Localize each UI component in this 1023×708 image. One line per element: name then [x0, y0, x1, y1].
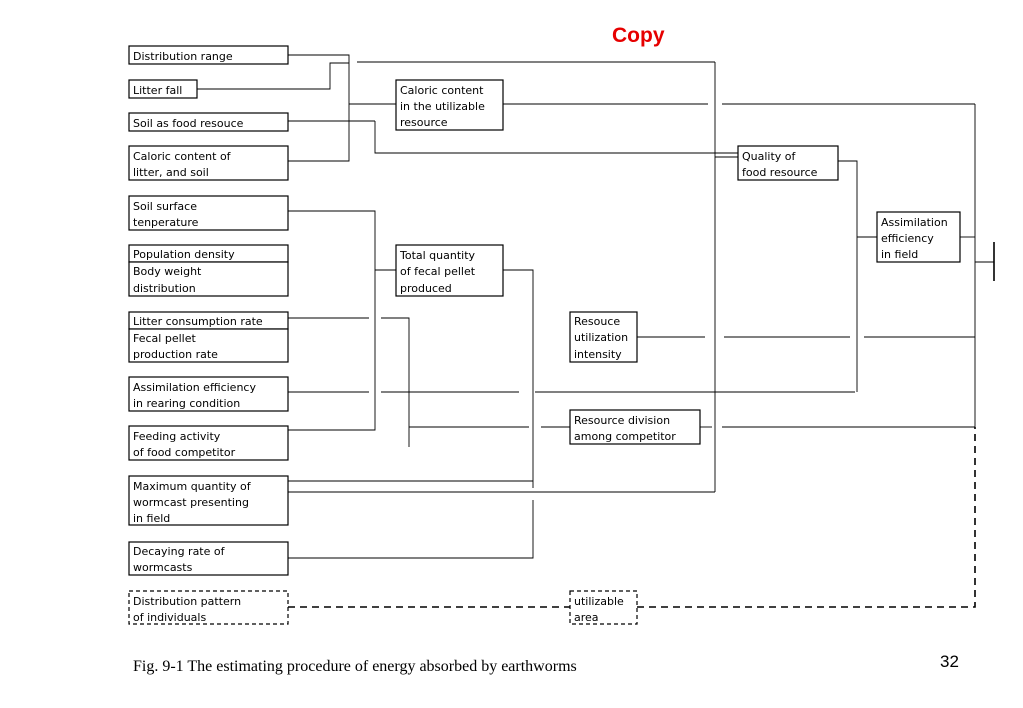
svg-text:of food competitor: of food competitor	[133, 446, 236, 459]
box-fecal-pellet-production-rate: Fecal pellet production rate	[128, 328, 289, 363]
svg-text:distribution: distribution	[133, 282, 196, 295]
svg-text:Assimilation efficiency: Assimilation efficiency	[133, 381, 256, 394]
box-resource-division: Resource division among competitor	[569, 409, 701, 445]
box-quality-of-food-resource: Quality of food resource	[737, 145, 839, 181]
svg-text:Decaying rate of: Decaying rate of	[133, 545, 226, 558]
svg-text:Assimilation: Assimilation	[881, 216, 948, 229]
svg-text:in rearing condition: in rearing condition	[133, 397, 240, 410]
figure-caption: Fig. 9-1 The estimating procedure of ene…	[133, 658, 577, 675]
copy-watermark: Copy	[612, 24, 665, 47]
box-distribution-range: Distribution range	[128, 45, 289, 65]
svg-text:Litter fall: Litter fall	[133, 84, 182, 97]
box-feeding-activity: Feeding activity of food competitor	[128, 425, 289, 461]
svg-text:resource: resource	[400, 116, 448, 129]
box-maximum-quantity-wormcast: Maximum quantity of wormcast presenting …	[128, 475, 289, 526]
box-distribution-pattern: Distribution pattern of individuals	[128, 590, 289, 625]
svg-text:wormcasts: wormcasts	[133, 561, 193, 574]
connector-lines	[197, 54, 995, 608]
svg-text:Feeding activity: Feeding activity	[133, 430, 221, 443]
svg-text:Maximum quantity of: Maximum quantity of	[133, 480, 252, 493]
svg-text:utilizable: utilizable	[574, 595, 624, 608]
svg-text:Total quantity: Total quantity	[399, 249, 476, 262]
svg-text:tenperature: tenperature	[133, 216, 199, 229]
svg-text:among competitor: among competitor	[574, 430, 676, 443]
box-assimilation-efficiency-rearing: Assimilation efficiency in rearing condi…	[128, 376, 289, 412]
svg-text:in field: in field	[881, 248, 918, 261]
box-litter-consumption-rate: Litter consumption rate	[128, 311, 289, 330]
svg-text:produced: produced	[400, 282, 452, 295]
svg-text:efficiency: efficiency	[881, 232, 934, 245]
box-population-density: Population density	[128, 244, 289, 263]
svg-text:production rate: production rate	[133, 348, 218, 361]
svg-text:litter, and soil: litter, and soil	[133, 166, 209, 179]
svg-text:intensity: intensity	[574, 348, 622, 361]
svg-text:Quality of: Quality of	[742, 150, 797, 163]
svg-text:Resouce: Resouce	[574, 315, 620, 328]
box-body-weight-distribution: Body weight distribution	[128, 261, 289, 297]
svg-text:Body weight: Body weight	[133, 265, 202, 278]
svg-text:of individuals: of individuals	[133, 611, 206, 624]
svg-text:Fecal pellet: Fecal pellet	[133, 332, 196, 345]
svg-text:Population density: Population density	[133, 248, 235, 261]
box-soil-as-food-resource: Soil as food resouce	[128, 112, 289, 132]
box-total-quantity-fecal-pellet: Total quantity of fecal pellet produced	[395, 244, 504, 297]
svg-text:Distribution range: Distribution range	[133, 50, 233, 63]
box-assimilation-efficiency-field: Assimilation efficiency in field	[876, 211, 961, 263]
svg-text:Soil surface: Soil surface	[133, 200, 197, 213]
box-decaying-rate-wormcasts: Decaying rate of wormcasts	[128, 541, 289, 576]
box-utilizable-area: utilizable area	[569, 590, 638, 625]
svg-text:in the utilizable: in the utilizable	[400, 100, 485, 113]
svg-text:Caloric content: Caloric content	[400, 84, 484, 97]
box-soil-surface-temperature: Soil surface tenperature	[128, 195, 289, 231]
svg-text:of fecal pellet: of fecal pellet	[400, 265, 476, 278]
svg-text:Soil as food resouce: Soil as food resouce	[133, 117, 244, 130]
svg-text:Litter consumption rate: Litter consumption rate	[133, 315, 263, 328]
svg-text:wormcast presenting: wormcast presenting	[133, 496, 249, 509]
box-caloric-content-litter-soil: Caloric content of litter, and soil	[128, 145, 289, 181]
svg-text:Distribution pattern: Distribution pattern	[133, 595, 241, 608]
page-number: 32	[940, 652, 959, 671]
svg-text:in field: in field	[133, 512, 170, 525]
box-resource-utilization-intensity: Resouce utilization intensity	[569, 311, 638, 363]
svg-text:Caloric content of: Caloric content of	[133, 150, 232, 163]
svg-text:food resource: food resource	[742, 166, 818, 179]
svg-text:Resource division: Resource division	[574, 414, 670, 427]
svg-text:area: area	[574, 611, 599, 624]
box-litter-fall: Litter fall	[128, 79, 198, 99]
box-caloric-content-utilizable: Caloric content in the utilizable resour…	[395, 79, 504, 131]
svg-text:utilization: utilization	[574, 331, 628, 344]
